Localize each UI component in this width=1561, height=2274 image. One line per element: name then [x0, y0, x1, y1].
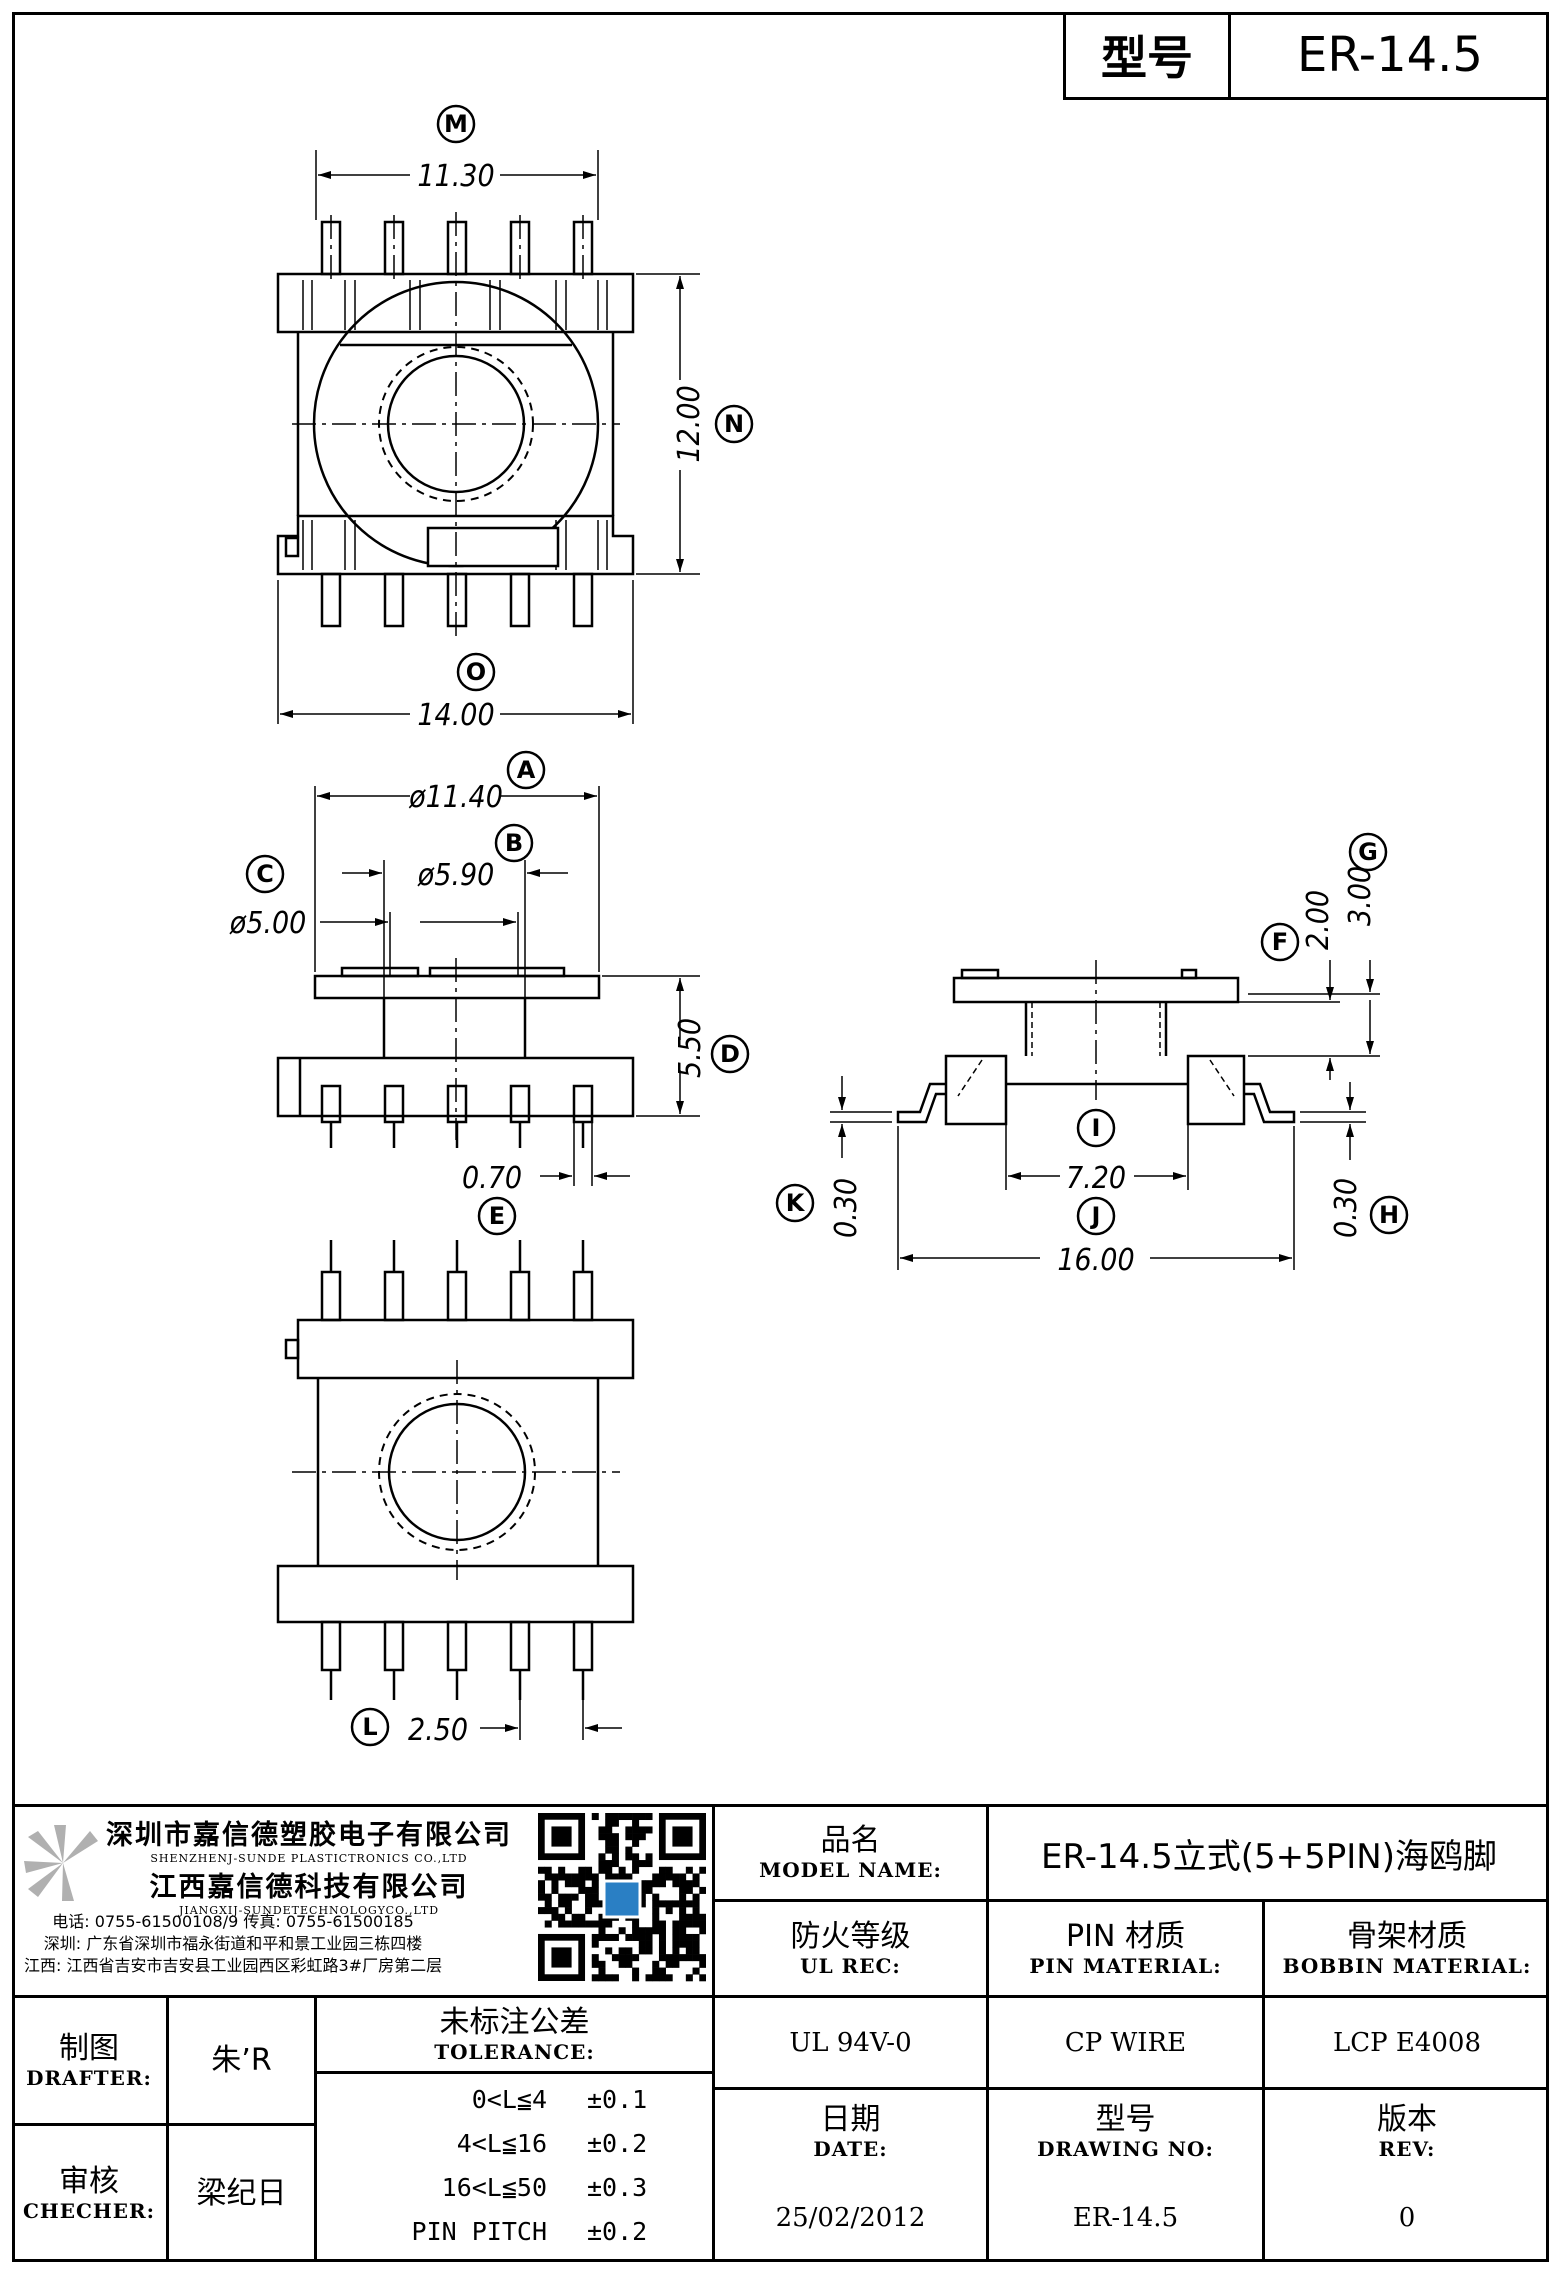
- callout-L-label: L: [362, 1713, 377, 1741]
- callout-J-circle: [1076, 1196, 1116, 1236]
- checker-label: 审核 CHECHER:: [22, 2164, 156, 2224]
- pin-material-header: PIN 材质 PIN MATERIAL:: [1029, 1918, 1222, 1978]
- front-view-top-flange: [313, 974, 601, 1000]
- callout-A-circle: [506, 750, 546, 790]
- pin-material-value: CP WIRE: [1064, 2027, 1187, 2058]
- dim-D-text: 5.50: [673, 1018, 708, 1078]
- callout-J-label: J: [1090, 1202, 1101, 1230]
- callout-L-circle: [350, 1707, 390, 1747]
- dim-pin-width-text: 0.70: [462, 1161, 522, 1196]
- bottom-view: [276, 1240, 635, 1740]
- drawing-no-value: ER-14.5: [1072, 2203, 1179, 2233]
- callout-O-circle: [456, 652, 496, 692]
- callout-F-label: F: [1272, 928, 1288, 956]
- company-name-sz-en: SHENZHENJ-SUNDE PLASTICTRONICS CO.,LTD: [150, 1852, 468, 1865]
- ul-rec-value: UL 94V-0: [789, 2027, 912, 2058]
- drawing-no-header: 型号 DRAWING NO:: [1037, 2102, 1214, 2162]
- drafter-label: 制图 DRAFTER:: [26, 2030, 152, 2090]
- dim-F-text: 2.00: [1301, 890, 1336, 950]
- bobbin-material-header: 骨架材质 BOBBIN MATERIAL:: [1282, 1918, 1532, 1978]
- drawing-frame: [12, 12, 1549, 2262]
- callout-H-label: H: [1379, 1201, 1399, 1229]
- company-address-jx: 江西: 江西省吉安市吉安县工业园西区彩虹路3#厂房第二层: [24, 1956, 443, 1975]
- dim-A-text: ø11.40: [408, 780, 503, 815]
- top-view-upper-pins: [320, 220, 594, 276]
- tolerance-table: 0<L≦4 ±0.1 4<L≦16 ±0.2 16<L≦50 ±0.3 PIN …: [317, 2077, 712, 2262]
- model-name-value: ER-14.5立式(5+5PIN)海鸥脚: [1041, 1836, 1497, 1877]
- bottom-view-upper-flange: [296, 1318, 635, 1380]
- company-phone-fax: 电话: 0755-61500108/9 传真: 0755-61500185: [52, 1912, 414, 1931]
- model-name-header: 品名 MODEL NAME:: [759, 1823, 942, 1883]
- ul-rec-header: 防火等级 UL REC:: [790, 1918, 911, 1978]
- dim-L-text: 2.50: [408, 1713, 468, 1748]
- tolerance-row: 4<L≦16 ±0.2: [456, 2128, 648, 2158]
- tolerance-row: 16<L≦50 ±0.3: [441, 2172, 648, 2202]
- qr-code: [538, 1813, 707, 1987]
- tolerance-header: 未标注公差 TOLERANCE:: [434, 2004, 595, 2064]
- checker-value: 梁纪日: [196, 2176, 287, 2211]
- company-block: 深圳市嘉信德塑胶电子有限公司 SHENZHENJ-SUNDE PLASTICTR…: [12, 1807, 712, 1995]
- callout-G-label: G: [1358, 838, 1378, 866]
- header-model-box: 型号 ER-14.5: [1063, 12, 1549, 100]
- dim-O-text: 14.00: [417, 698, 494, 733]
- bottom-view-lower-flange: [276, 1564, 635, 1624]
- callout-E-circle: [477, 1196, 517, 1236]
- dim-H-text: 0.30: [1329, 1178, 1364, 1238]
- callout-O-label: O: [466, 658, 486, 686]
- top-view-lower-pins: [320, 572, 594, 628]
- callout-H-circle: [1369, 1195, 1409, 1235]
- callout-D-label: D: [720, 1040, 740, 1068]
- callout-E-label: E: [489, 1202, 505, 1230]
- dim-I-text: 7.20: [1066, 1161, 1126, 1196]
- company-name-jx-en: JIANGXIJ-SUNDETECHNOLOGYCO.,LTD: [178, 1904, 440, 1917]
- side-view: [830, 960, 1380, 1270]
- rev-header: 版本 REV:: [1377, 2102, 1437, 2162]
- callout-C-circle: [245, 854, 285, 894]
- dim-M-text: 11.30: [417, 159, 494, 194]
- callout-I-label: I: [1092, 1114, 1101, 1142]
- bottom-view-lower-pins: [320, 1620, 594, 1700]
- callout-I-circle: [1076, 1108, 1116, 1148]
- side-view-left-gull-wing-pin: [896, 1082, 946, 1124]
- tolerance-row: 0<L≦4 ±0.1: [471, 2084, 648, 2114]
- title-block: 深圳市嘉信德塑胶电子有限公司 SHENZHENJ-SUNDE PLASTICTR…: [12, 1804, 1549, 2262]
- callout-A-label: A: [517, 756, 536, 784]
- callout-M-circle: [436, 104, 476, 144]
- dim-J-text: 16.00: [1057, 1243, 1134, 1278]
- callout-C-label: C: [256, 860, 274, 888]
- callout-N-label: N: [724, 410, 744, 438]
- callout-D-circle: [710, 1034, 750, 1074]
- company-logo: [18, 1823, 108, 1903]
- front-view: [276, 786, 700, 1186]
- bottom-view-upper-pins: [320, 1240, 594, 1322]
- callout-K-circle: [775, 1183, 815, 1223]
- dim-N-text: 12.00: [672, 385, 707, 462]
- callout-B-label: B: [505, 829, 523, 857]
- dim-G-text: 3.00: [1343, 866, 1378, 926]
- drafter-value: 朱’R: [211, 2042, 272, 2078]
- company-address-sz: 深圳: 广东省深圳市福永街道和平和景工业园三栋四楼: [43, 1934, 423, 1953]
- dim-C-text: ø5.00: [229, 906, 307, 941]
- tolerance-row: PIN PITCH ±0.2: [411, 2216, 648, 2246]
- company-name-sz: 深圳市嘉信德塑胶电子有限公司: [106, 1820, 512, 1851]
- dim-B-text: ø5.90: [417, 858, 495, 893]
- date-header: 日期 DATE:: [813, 2102, 888, 2162]
- bobbin-material-value: LCP E4008: [1332, 2027, 1482, 2058]
- callout-B-circle: [494, 823, 534, 863]
- header-model-value: ER-14.5: [1297, 26, 1483, 83]
- callout-N-circle: [714, 404, 754, 444]
- company-name-jx: 江西嘉信德科技有限公司: [149, 1872, 469, 1903]
- header-model-label: 型号: [1066, 12, 1231, 97]
- callout-K-label: K: [786, 1189, 806, 1217]
- side-view-right-gull-wing-pin: [1244, 1082, 1296, 1124]
- top-view: [276, 150, 700, 724]
- date-value: 25/02/2012: [775, 2203, 926, 2233]
- callout-G-circle: [1348, 832, 1388, 872]
- technical-drawing: 11.30 12.00 14.00 ø11.40 ø5.90 ø5.00 5.5…: [229, 104, 1409, 1748]
- rev-value: 0: [1398, 2203, 1416, 2233]
- dim-K-text: 0.30: [829, 1178, 864, 1238]
- front-view-pins: [320, 1084, 594, 1148]
- callout-M-label: M: [444, 110, 468, 138]
- callout-F-circle: [1260, 922, 1300, 962]
